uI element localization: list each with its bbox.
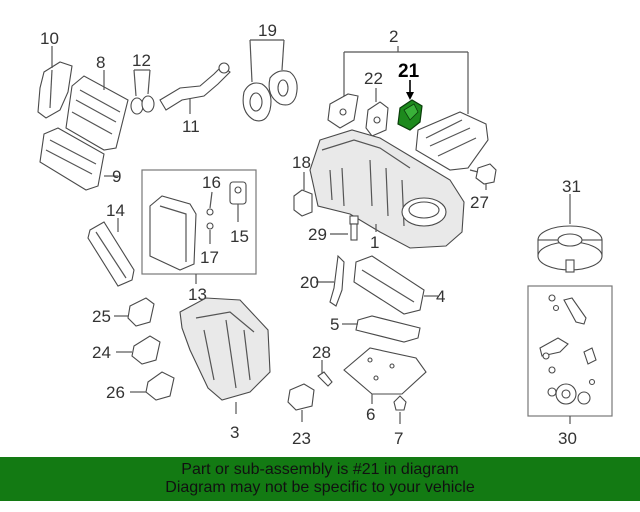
part-12-orings: [130, 95, 155, 115]
part-filter-housing: [149, 195, 197, 271]
callout-7[interactable]: 7: [394, 429, 403, 448]
callout-16[interactable]: 16: [202, 173, 221, 192]
callout-23[interactable]: 23: [292, 429, 311, 448]
callout-29[interactable]: 29: [308, 225, 327, 244]
callout-4[interactable]: 4: [436, 287, 445, 306]
part-26-bracket: [145, 371, 175, 401]
part-23-module: [287, 383, 315, 411]
part-1-main-housing: [309, 129, 465, 249]
callout-27[interactable]: 27: [470, 193, 489, 212]
part-30-linkage-kit: [539, 294, 597, 405]
part-15-valve: [229, 181, 247, 205]
part-29-screw: [349, 215, 359, 241]
callout-1[interactable]: 1: [370, 233, 379, 252]
part-20-hose: [329, 254, 345, 307]
callout-3[interactable]: 3: [230, 423, 239, 442]
part-2-actuator-left: [327, 93, 359, 129]
banner-line-1: Part or sub-assembly is #21 in diagram: [181, 461, 459, 478]
callout-8[interactable]: 8: [96, 53, 105, 72]
callout-31[interactable]: 31: [562, 177, 581, 196]
callout-21-highlighted[interactable]: 21: [398, 61, 420, 82]
callout-5[interactable]: 5: [330, 315, 339, 334]
callout-30[interactable]: 30: [558, 429, 577, 448]
part-19-seals: [242, 70, 298, 122]
callout-17[interactable]: 17: [200, 248, 219, 267]
part-18-sensor: [293, 189, 313, 217]
callout-9[interactable]: 9: [112, 167, 121, 186]
part-8-evaporator: [65, 75, 129, 151]
callout-2[interactable]: 2: [389, 27, 398, 46]
callout-12[interactable]: 12: [132, 51, 151, 70]
callout-14[interactable]: 14: [106, 201, 125, 220]
part-11-pipe: [159, 62, 231, 111]
callout-11[interactable]: 11: [182, 117, 200, 136]
part-17-clip: [206, 222, 214, 230]
part-27-connector: [469, 163, 497, 185]
part-4-filter: [353, 255, 425, 315]
callout-19[interactable]: 19: [258, 21, 277, 40]
part-9-heater-core: [39, 127, 105, 191]
info-banner: Part or sub-assembly is #21 in diagram D…: [0, 457, 640, 501]
part-7-fastener: [393, 395, 407, 411]
banner-line-2: Diagram may not be specific to your vehi…: [165, 479, 475, 496]
callout-26[interactable]: 26: [106, 383, 125, 402]
callout-20[interactable]: 20: [300, 273, 319, 292]
callout-13[interactable]: 13: [188, 285, 207, 304]
part-5-seal: [355, 315, 421, 343]
callout-28[interactable]: 28: [312, 343, 331, 362]
part-28-sensor: [317, 371, 333, 387]
part-25-bracket: [127, 297, 155, 327]
part-2-upper-housing: [415, 111, 489, 171]
part-10-bracket: [37, 61, 73, 119]
callout-22[interactable]: 22: [364, 69, 383, 88]
part-31-blower-motor: [537, 225, 603, 273]
part-14-cabin-filter: [87, 221, 135, 287]
callout-10[interactable]: 10: [40, 29, 59, 48]
callout-15[interactable]: 15: [230, 227, 249, 246]
part-24-bracket: [131, 335, 161, 365]
callout-24[interactable]: 24: [92, 343, 111, 362]
part-22-actuator: [365, 101, 389, 137]
part-6-tray: [343, 347, 427, 395]
callout-6[interactable]: 6: [366, 405, 375, 424]
part-21-highlighted: [397, 99, 423, 131]
group-box-13: [141, 169, 257, 275]
parts-diagram: 10 8 12 11 19 2: [37, 21, 613, 448]
callout-18[interactable]: 18: [292, 153, 311, 172]
part-3-lower-housing: [179, 297, 271, 401]
callout-25[interactable]: 25: [92, 307, 111, 326]
part-16-sensor: [206, 208, 214, 216]
